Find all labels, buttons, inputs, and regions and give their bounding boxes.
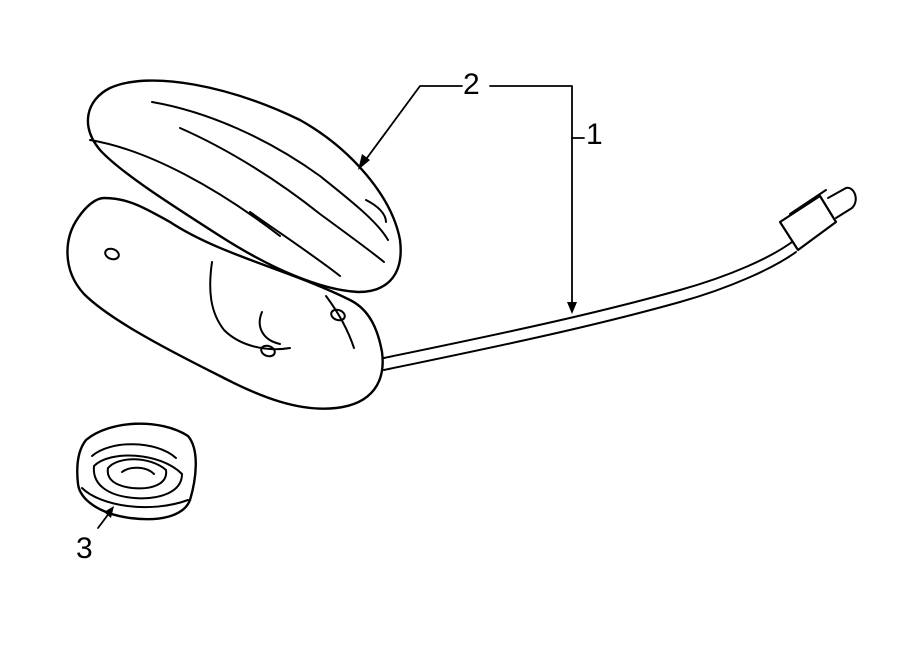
callout-3: 3 xyxy=(76,532,93,565)
callout-2: 2 xyxy=(463,68,480,101)
antenna-cover xyxy=(86,79,402,294)
arrowhead-3 xyxy=(104,506,114,518)
leader-1 xyxy=(489,85,573,307)
callout-1: 1 xyxy=(586,118,603,151)
arrowhead-1 xyxy=(567,302,577,314)
leader-2 xyxy=(363,85,463,163)
arrowhead-2 xyxy=(358,154,370,170)
antenna-stem xyxy=(209,261,355,351)
antenna-cable xyxy=(383,186,857,371)
grommet xyxy=(76,422,197,521)
antenna-base xyxy=(66,196,384,410)
arrowheads xyxy=(104,154,577,518)
leader-lines xyxy=(97,85,585,529)
